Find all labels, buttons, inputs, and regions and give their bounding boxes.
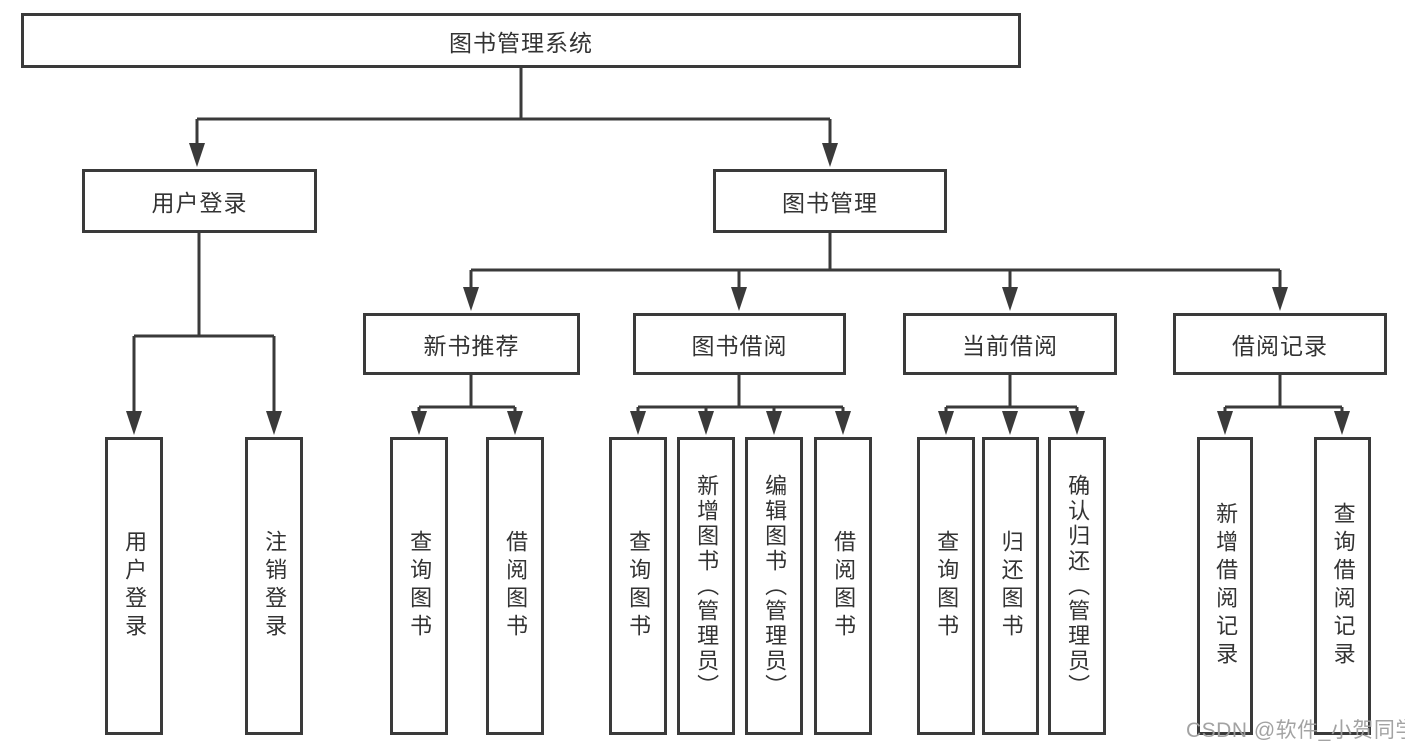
node-new-book-recommendation: 新书推荐 [363,313,580,375]
leaf-bb-add-books-admin: 新增图书（管理员） [677,437,735,735]
leaf-nbr-borrow-books: 借阅图书 [486,437,544,735]
leaf-bb-edit-books-admin: 编辑图书（管理员） [745,437,803,735]
node-book-borrowing: 图书借阅 [633,313,846,375]
leaf-logout: 注销登录 [245,437,303,735]
node-current-borrowing: 当前借阅 [903,313,1117,375]
leaf-cb-confirm-return-admin: 确认归还（管理员） [1048,437,1106,735]
leaf-bb-borrow-books: 借阅图书 [814,437,872,735]
watermark: CSDN @软件_小贺同学 [1186,719,1405,742]
node-borrowing-records: 借阅记录 [1173,313,1387,375]
node-book-management: 图书管理 [713,169,947,233]
leaf-bb-query-books: 查询图书 [609,437,667,735]
leaf-cb-return-books: 归还图书 [982,437,1039,735]
leaf-nbr-query-books: 查询图书 [390,437,448,735]
leaf-br-query-record: 查询借阅记录 [1314,437,1371,735]
node-user-login: 用户登录 [82,169,317,233]
node-root: 图书管理系统 [21,13,1021,68]
leaf-br-add-record: 新增借阅记录 [1197,437,1253,735]
leaf-user-login: 用户登录 [105,437,163,735]
leaf-cb-query-books: 查询图书 [917,437,975,735]
